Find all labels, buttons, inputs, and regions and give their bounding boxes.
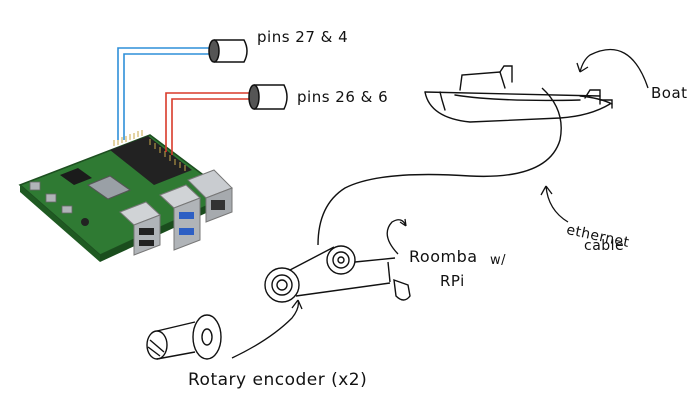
label-roomba-with: w/ — [490, 253, 507, 268]
audio-jack — [81, 218, 89, 226]
ethernet-arrow — [540, 185, 569, 223]
label-cable: cable — [584, 238, 625, 254]
rotary-arrow — [231, 299, 303, 359]
label-boat: Boat — [651, 84, 688, 102]
hdmi-port-2 — [45, 193, 57, 203]
red-wires — [165, 92, 250, 155]
ram-chip — [60, 168, 92, 185]
label-pins-bottom: pins 26 & 6 — [297, 88, 389, 106]
gpio-header — [110, 130, 192, 185]
label-pins-top: pins 27 & 4 — [257, 28, 349, 46]
label-roomba: Roomba — [409, 247, 478, 266]
ethernet-port — [187, 169, 233, 223]
ethernet-cable — [317, 87, 562, 246]
hdmi-port — [29, 181, 41, 191]
raspberry-pi-board — [18, 130, 233, 262]
roomba-sketch — [264, 245, 411, 303]
connector-top — [208, 39, 248, 63]
usb-ports — [119, 184, 201, 256]
roomba-arrow — [386, 218, 407, 255]
rotary-encoder-sketch — [146, 314, 222, 360]
label-rpi: RPi — [440, 272, 465, 290]
blue-wires — [117, 47, 210, 140]
connector-bottom — [248, 84, 288, 110]
label-rotary-encoder: Rotary encoder (x2) — [188, 370, 368, 390]
boat-sketch — [424, 65, 613, 123]
boat-arrow — [576, 48, 649, 89]
usb-c-port — [61, 205, 73, 214]
cpu-chip — [86, 175, 132, 200]
